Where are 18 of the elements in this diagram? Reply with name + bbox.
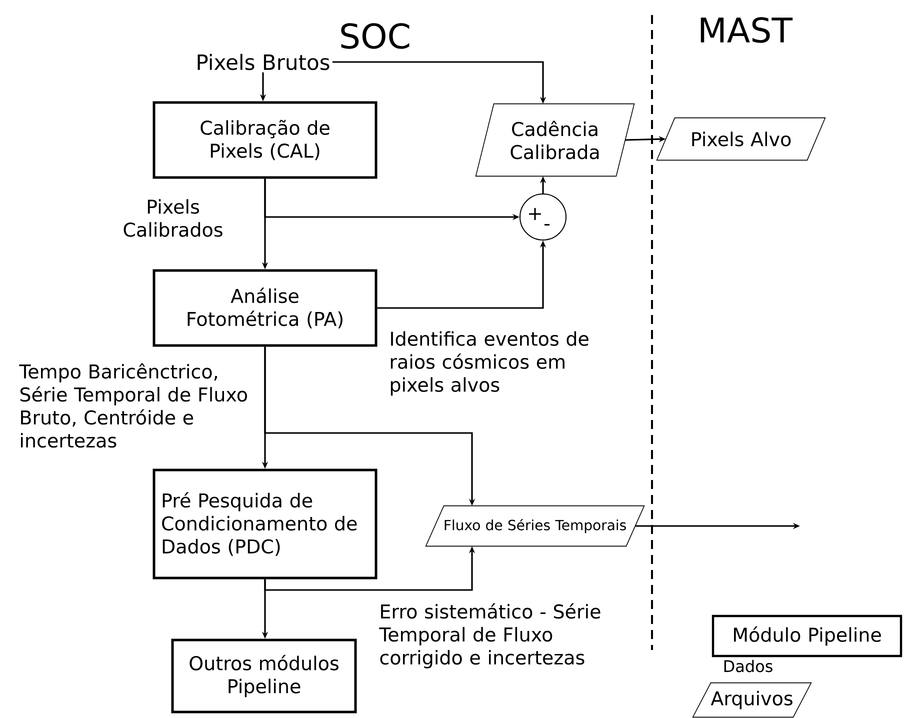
edge-label: Tempo Baricênctrico, Série Temporal de Fluxo Bruto, Centróide e incertezas [19,363,247,448]
edge-label: Pixels Calibrados [124,199,222,237]
section-heading: MAST [700,17,793,43]
data-parallelogram: Cadência Calibrada [475,103,635,177]
process-box: Calibração de Pixels (CAL) [152,101,378,179]
text-label: Dados [724,660,772,672]
process-box: Outros módulos Pipeline [171,638,357,714]
legend-parallelogram: Arquivos [692,682,812,718]
data-parallelogram: Pixels Alvo [656,117,826,161]
summing-junction: + - [520,194,566,240]
process-box: Pré Pesquida de Condicionamento de Dados (PDC) [152,468,378,580]
data-parallelogram: Fluxo de Séries Temporais [425,505,645,547]
section-heading: SOC [341,23,410,49]
process-box: Análise Fotométrica (PA) [152,269,378,347]
input-label: Pixels Brutos [198,54,330,70]
legend-box: Módulo Pipeline [712,614,902,658]
edge-label: Identifica eventos de raios cósmicos em pixels alvos [390,331,588,396]
edge-label: Erro sistemático - Série Temporal de Fluxo corrigido e incertezas [379,603,600,668]
